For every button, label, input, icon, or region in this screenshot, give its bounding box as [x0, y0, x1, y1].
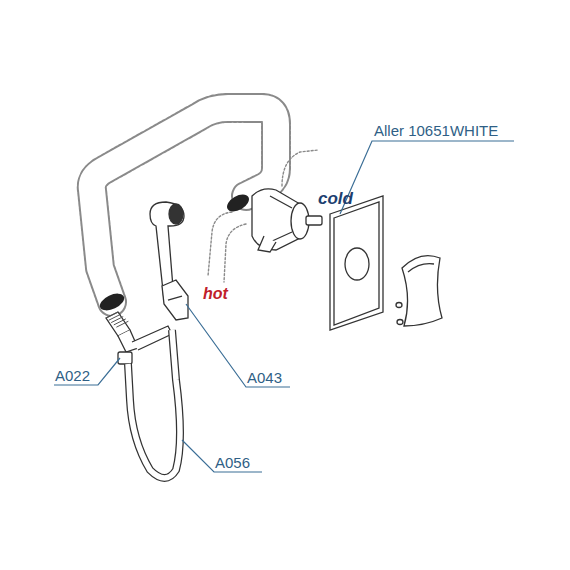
part-name: Aller 10651WHITE: [374, 123, 498, 138]
thread-stroke: [111, 317, 123, 323]
thread-stroke: [106, 312, 118, 318]
cover-plate: [330, 196, 383, 330]
thread: [106, 312, 128, 327]
mixer-valve: [252, 189, 322, 252]
pipes-dotted: [92, 108, 318, 302]
thread-stroke: [109, 314, 121, 320]
handle: [396, 256, 442, 326]
leader-lines: [54, 141, 514, 472]
hand-shower: [150, 202, 188, 320]
angle-valve: [106, 312, 172, 364]
hose: [128, 330, 180, 478]
inlet-label: hot: [203, 286, 228, 302]
part-code: A022: [55, 368, 90, 383]
thread-stroke: [116, 321, 128, 327]
part-code: A043: [247, 370, 282, 385]
part-code: A056: [215, 455, 250, 470]
thread-stroke: [114, 319, 126, 325]
inlet-label: cold: [318, 190, 353, 207]
